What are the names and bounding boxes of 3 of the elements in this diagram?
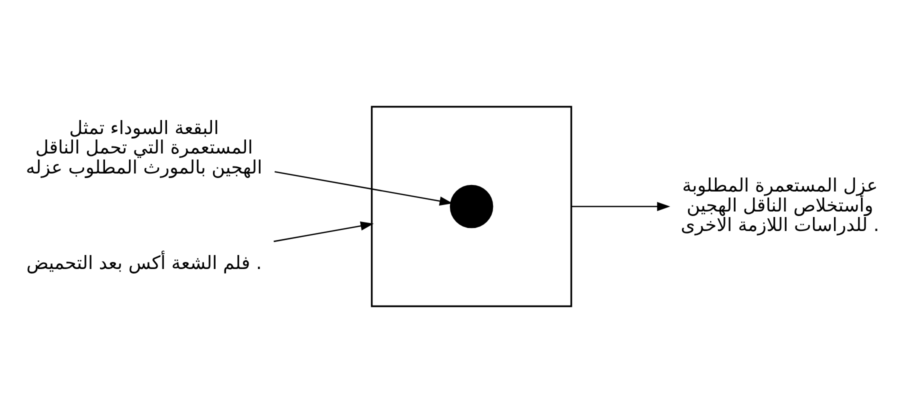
node-text: البقعة السوداء تمثل المستعمرة التي تحمل الناقل الهجين بالمورث المطلوب عزله	[26, 118, 262, 178]
node-text: فلم الشعة أكس بعد التحميض .	[26, 253, 262, 274]
node-text: عزل المستعمرة المطلوبة وأستخلاص الناقل الهجين للدراسات اللازمة الاخرى .	[680, 176, 880, 236]
